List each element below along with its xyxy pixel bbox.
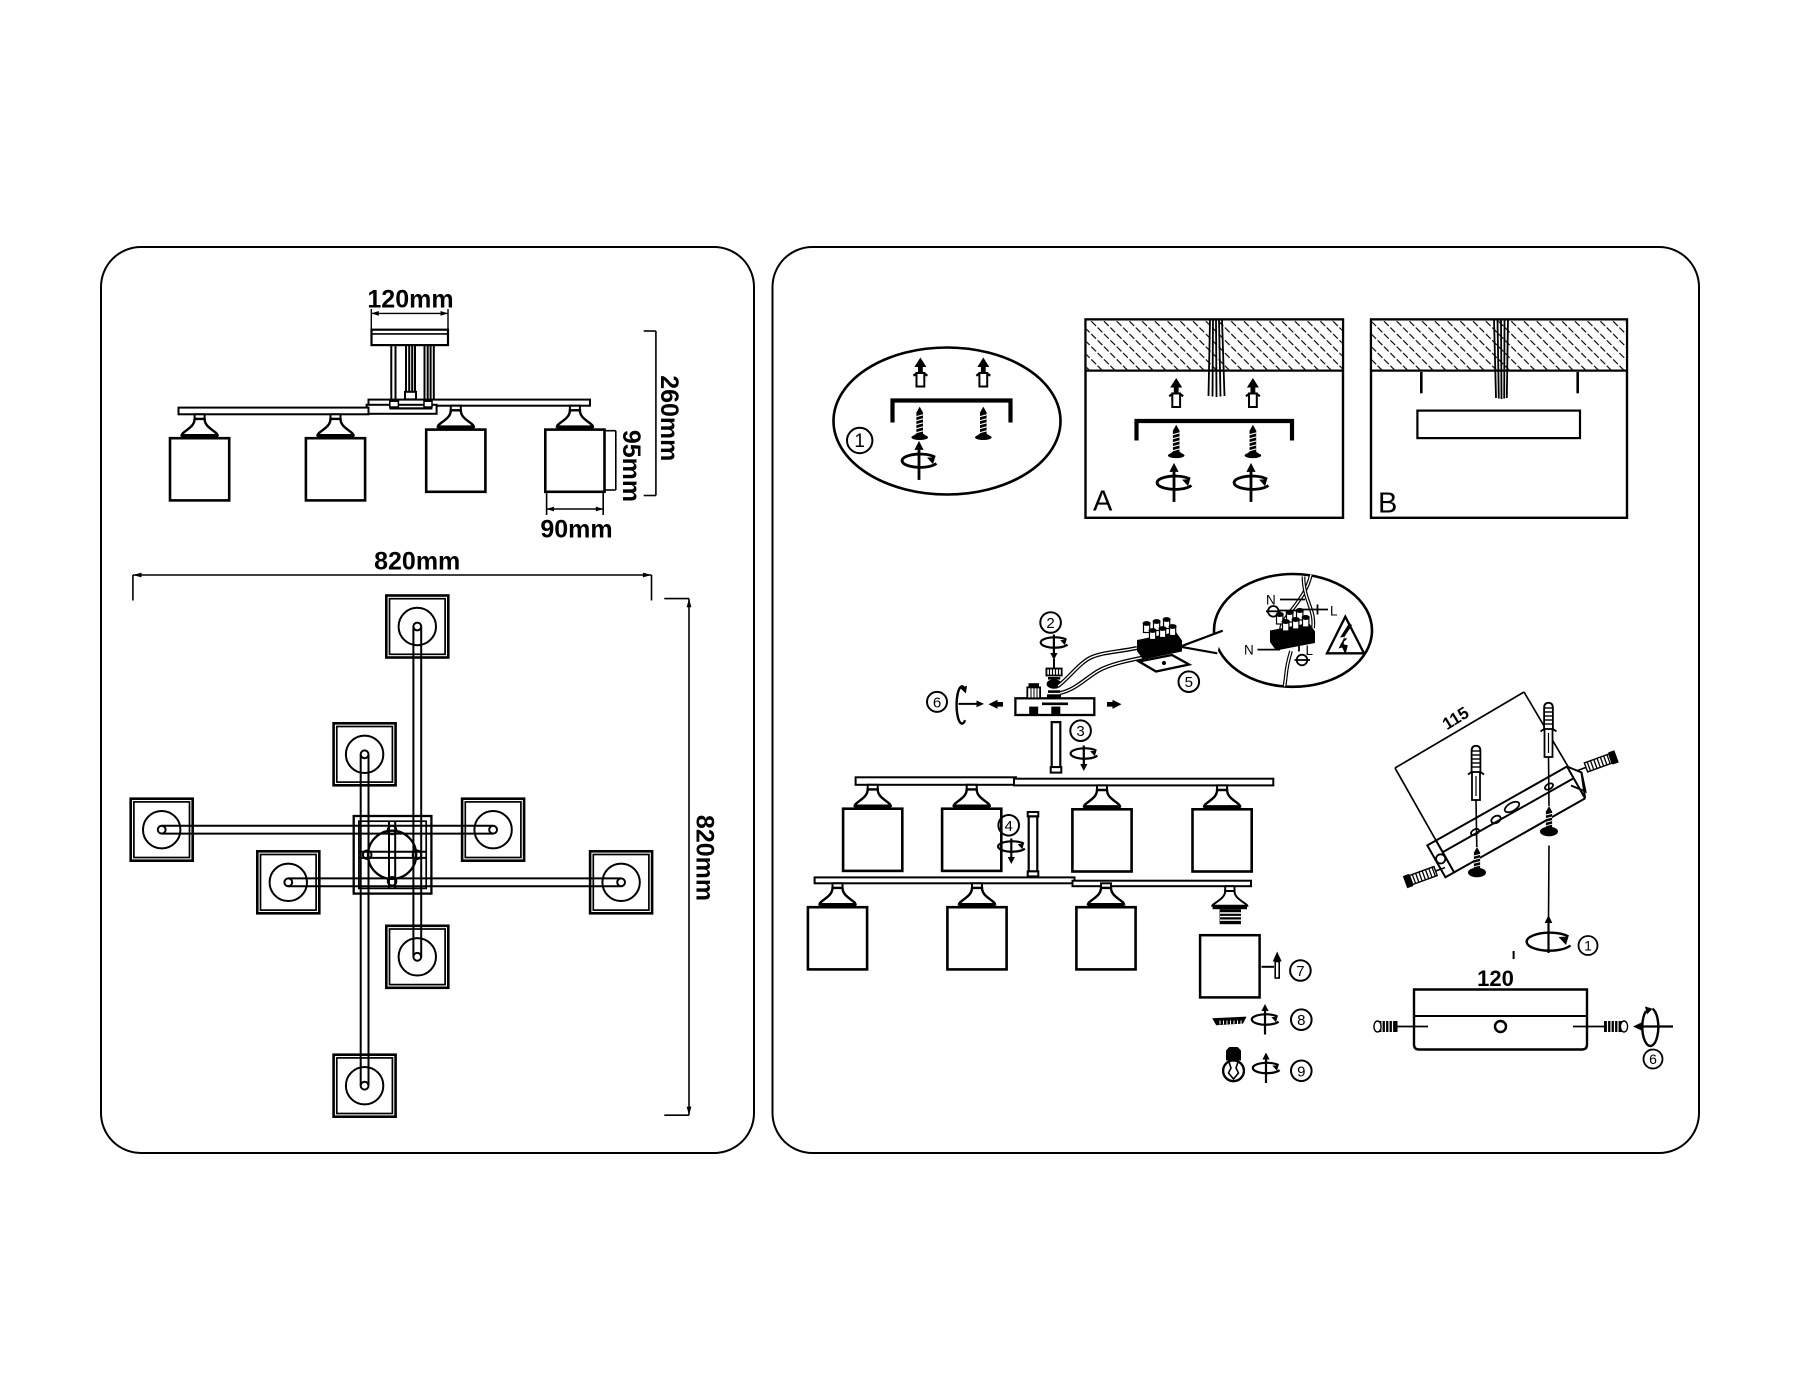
svg-text:6: 6 — [1649, 1051, 1657, 1067]
svg-text:120mm: 120mm — [367, 286, 453, 314]
svg-text:9: 9 — [1297, 1063, 1305, 1080]
svg-text:B: B — [1378, 488, 1397, 520]
svg-text:7: 7 — [1296, 963, 1304, 980]
svg-text:120: 120 — [1477, 966, 1514, 991]
svg-text:90mm: 90mm — [540, 516, 612, 544]
svg-text:L: L — [1306, 643, 1314, 658]
svg-text:5: 5 — [1185, 674, 1193, 691]
svg-text:260mm: 260mm — [655, 375, 683, 461]
svg-text:A: A — [1093, 486, 1113, 518]
svg-text:L: L — [1330, 604, 1338, 619]
svg-text:8: 8 — [1297, 1012, 1305, 1029]
svg-text:6: 6 — [933, 694, 941, 711]
svg-text:N: N — [1244, 643, 1254, 658]
svg-text:1: 1 — [854, 431, 865, 452]
svg-text:1: 1 — [1584, 938, 1592, 954]
svg-text:820mm: 820mm — [374, 548, 460, 576]
svg-text:95mm: 95mm — [617, 430, 645, 502]
svg-text:820mm: 820mm — [690, 815, 718, 901]
svg-text:N: N — [1266, 593, 1276, 608]
svg-text:2: 2 — [1046, 615, 1054, 632]
svg-text:4: 4 — [1005, 818, 1013, 835]
svg-text:3: 3 — [1076, 723, 1084, 740]
